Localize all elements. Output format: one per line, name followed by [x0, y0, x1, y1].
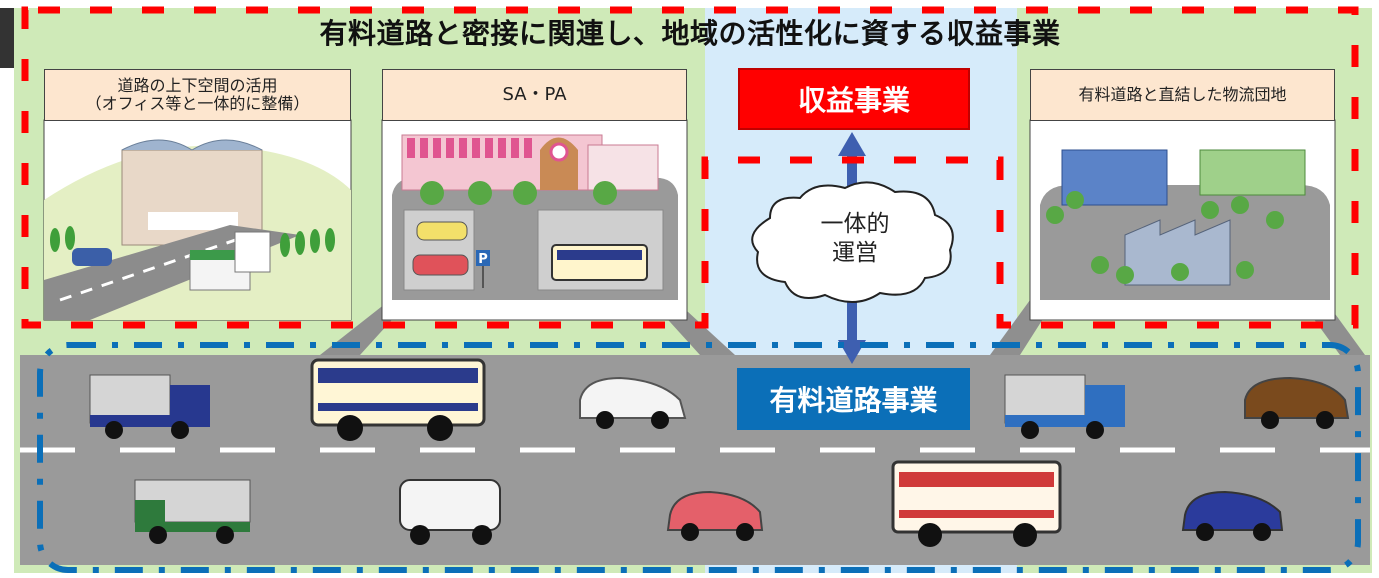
factory-icon — [1124, 219, 1231, 286]
toll-road-boundary — [37, 342, 1361, 573]
arrow-up-head — [838, 132, 866, 156]
panel-label-office: 道路の上下空間の活用 （オフィス等と一体的に整備） — [44, 69, 351, 121]
panel-label-office-line2: （オフィス等と一体的に整備） — [85, 94, 310, 113]
panel-label-office-line1: 道路の上下空間の活用 — [117, 75, 278, 95]
small-blue-car — [72, 248, 112, 266]
left-edge-mark — [0, 8, 14, 68]
panel-label-sapa: SA・PA — [382, 69, 687, 121]
yellow-car-icon — [416, 221, 468, 241]
red-car-icon — [412, 254, 469, 276]
revenue-business-box: 収益事業 — [738, 68, 970, 130]
panel-label-logistics: 有料道路と直結した物流団地 — [1030, 69, 1335, 121]
cloud-line1: 一体的 — [820, 211, 890, 237]
cloud-line2: 運営 — [832, 239, 878, 266]
parking-sign-icon — [476, 250, 490, 266]
cloud-shape — [751, 181, 954, 303]
parking-sign-text: P — [478, 252, 488, 267]
revenue-boundary — [21, 6, 1359, 329]
toll-road-business-box: 有料道路事業 — [737, 368, 970, 430]
arrow-down-head — [838, 340, 866, 364]
warehouse-green — [1199, 149, 1306, 196]
diagram-title: 有料道路と密接に関連し、地域の活性化に資する収益事業 — [319, 17, 1061, 50]
integrated-operation-label: 一体的 運営 — [790, 210, 920, 268]
